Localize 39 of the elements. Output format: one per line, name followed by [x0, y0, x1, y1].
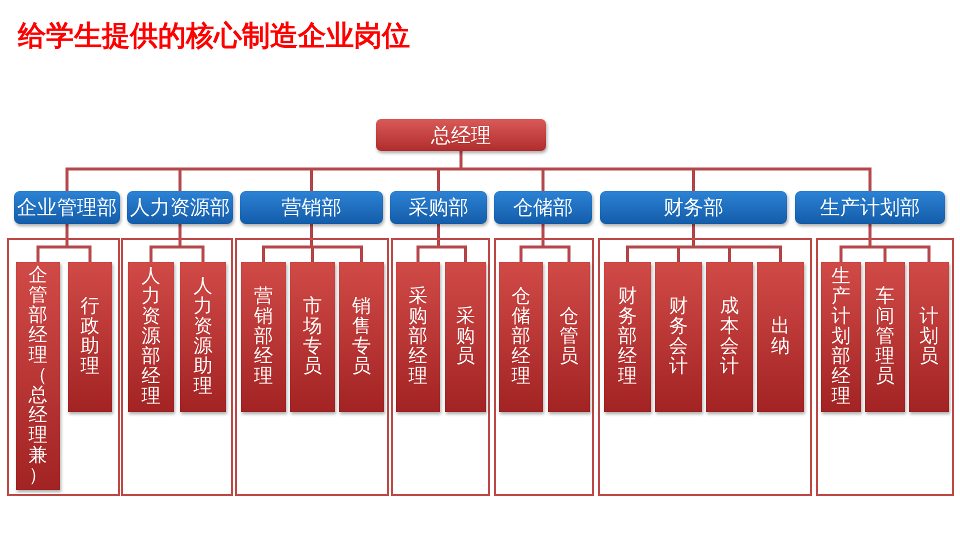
department-box: 财务部 [600, 191, 787, 224]
connector-line [66, 224, 92, 262]
position-box: 采购部经理 [396, 262, 440, 412]
position-box: 人力资源部经理 [128, 262, 174, 412]
position-box: 市场专员 [290, 262, 335, 412]
department-box: 生产计划部 [795, 191, 945, 224]
position-box: 仓储部经理 [499, 262, 543, 412]
position-box: 财务部经理 [604, 262, 651, 412]
position-box: 财务会计 [655, 262, 702, 412]
position-box: 成本会计 [706, 262, 753, 412]
top-box: 总经理 [376, 119, 546, 151]
position-box: 销售专员 [339, 262, 384, 412]
connector-line [178, 224, 204, 262]
department-box: 人力资源部 [127, 191, 233, 224]
department-box: 采购部 [390, 191, 487, 224]
title: 给学生提供的核心制造企业岗位 [18, 19, 410, 53]
position-box: 企管部经理（总经理兼） [16, 262, 60, 490]
position-box: 计划员 [909, 262, 949, 412]
department-box: 企业管理部 [14, 191, 120, 224]
position-box: 采购员 [445, 262, 486, 412]
position-box: 生产计划部经理 [821, 262, 861, 412]
group-frame [494, 238, 594, 496]
position-box: 人力资源助理 [180, 262, 226, 412]
group-frame [598, 238, 812, 496]
department-box: 仓储部 [494, 191, 592, 224]
group-frame [816, 238, 954, 496]
connector-line [542, 224, 570, 262]
group-frame [391, 238, 490, 496]
group-frame [235, 238, 389, 496]
group-frame [7, 238, 120, 496]
position-box: 出纳 [757, 262, 804, 412]
position-box: 车间管理员 [865, 262, 905, 412]
group-frame [121, 238, 233, 496]
connector-line [460, 151, 872, 191]
position-box: 营销部经理 [241, 262, 286, 412]
position-box: 行政助理 [68, 262, 112, 412]
connector-line [437, 224, 467, 262]
department-box: 营销部 [240, 191, 383, 224]
position-box: 仓管员 [548, 262, 590, 412]
